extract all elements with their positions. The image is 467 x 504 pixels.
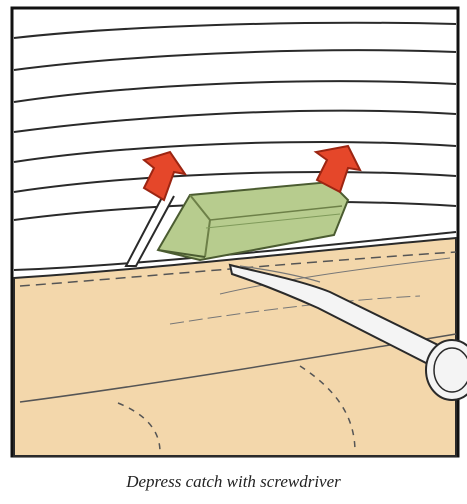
caption: Depress catch with screwdriver: [0, 472, 467, 498]
illustration: [0, 0, 467, 460]
